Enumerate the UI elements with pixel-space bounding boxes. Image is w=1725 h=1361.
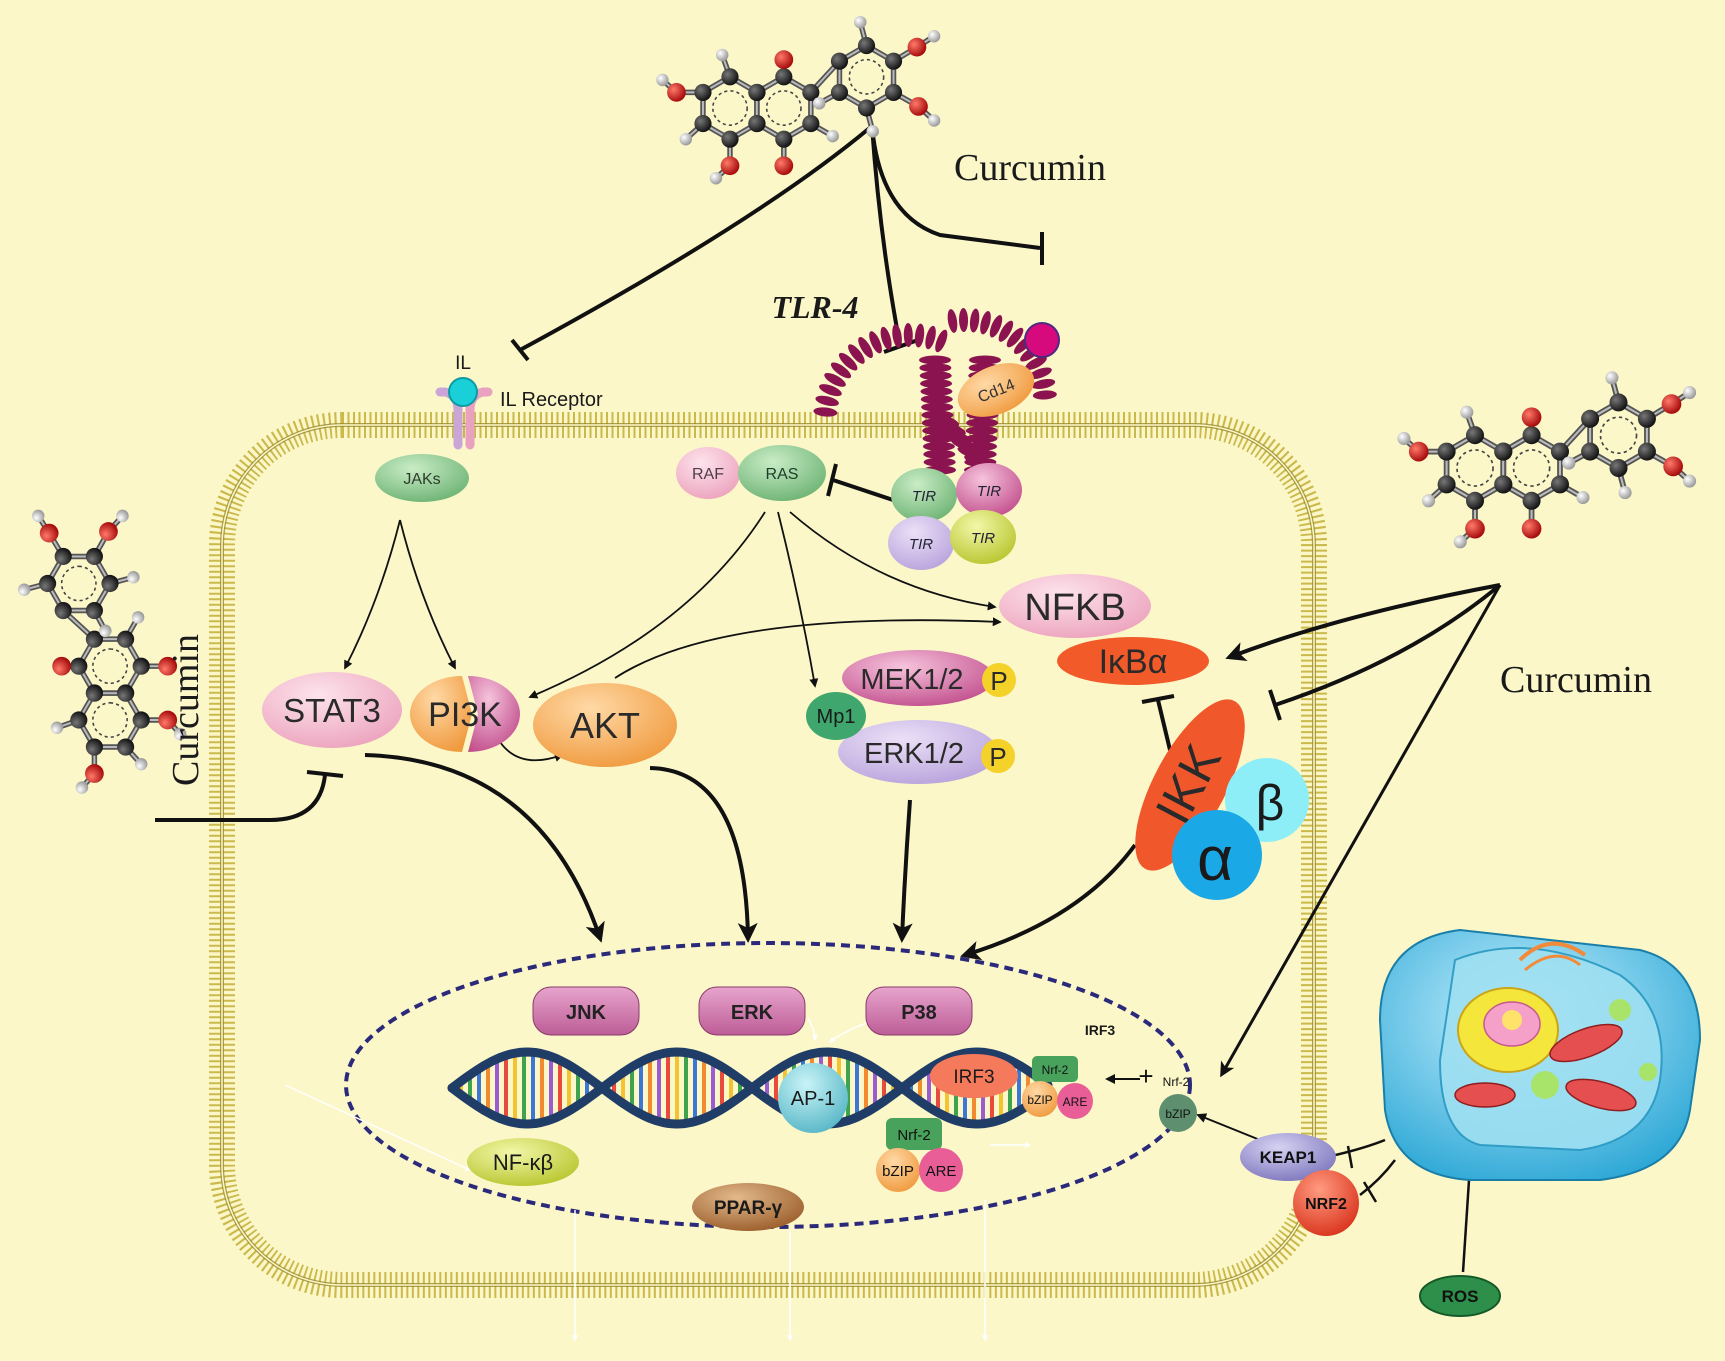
keap1-label: KEAP1	[1260, 1148, 1317, 1167]
nrf2-cap-node	[1293, 1170, 1359, 1236]
nfkb-node	[999, 574, 1151, 638]
bzip-node-right	[1022, 1081, 1058, 1117]
erk12-node	[838, 720, 998, 784]
are-node-center	[919, 1148, 963, 1192]
bzip-node-free	[1159, 1094, 1197, 1132]
nrf2-free-label: Nrf-2	[1163, 1075, 1190, 1089]
ap1-label: AP-1	[791, 1088, 835, 1110]
tir-label-3: TIR	[909, 536, 933, 553]
curcumin-molecule-right	[1397, 371, 1697, 549]
ras-label: RAS	[766, 466, 799, 483]
jnk-label: JNK	[566, 1002, 607, 1024]
bzip-label-right: bZIP	[1027, 1093, 1052, 1107]
ikk-node	[1135, 699, 1245, 871]
tir-domain-4	[950, 510, 1016, 564]
ppar-node	[692, 1183, 804, 1231]
p38-label: P38	[901, 1002, 937, 1024]
are-label-center: ARE	[926, 1163, 957, 1180]
jaks-node	[375, 454, 469, 502]
are-node-right	[1057, 1083, 1093, 1119]
il-ligand	[448, 377, 478, 407]
nfkb-nuclear-node	[467, 1138, 579, 1186]
ros-node	[1419, 1275, 1501, 1317]
pi3k-label: PI3K	[428, 696, 502, 734]
erk12-phospho	[981, 739, 1015, 773]
irf3-label: IRF3	[953, 1067, 994, 1088]
ras-node	[738, 445, 826, 501]
mp1-node	[806, 692, 866, 740]
curcumin-molecule-top	[656, 15, 941, 185]
stat3-label: STAT3	[283, 692, 381, 729]
tir-domain-1	[891, 468, 957, 522]
bzip-label-center: bZIP	[882, 1163, 914, 1180]
raf-node	[676, 447, 740, 499]
curcumin-label-right: Curcumin	[1500, 659, 1652, 701]
nrf2-cap-label: NRF2	[1305, 1196, 1347, 1213]
tlr4-receptor	[813, 308, 1057, 477]
tir-label-2: TIR	[977, 483, 1001, 500]
pi3k-node-left	[410, 676, 472, 752]
tir-domain-2	[956, 463, 1022, 517]
pi3k-node-right	[468, 676, 520, 752]
ikk-alpha-subunit	[1172, 810, 1262, 900]
stat3-node	[262, 672, 402, 748]
jnk-box	[532, 986, 640, 1036]
keap1-node	[1240, 1133, 1336, 1181]
nrf2-label-right: Nrf-2	[1042, 1063, 1069, 1077]
mek-node	[842, 650, 994, 706]
lps-ligand	[1024, 322, 1060, 358]
erk12-phospho-label: P	[989, 742, 1006, 772]
curcumin-label-left: Curcumin	[165, 634, 207, 786]
nrf2-box-center	[886, 1118, 942, 1150]
akt-node	[533, 683, 677, 767]
mek-phospho-label: P	[990, 666, 1007, 696]
nrf2-box-right	[1032, 1056, 1078, 1082]
alpha-label: α	[1197, 825, 1233, 894]
mek-label: MEK1/2	[860, 664, 963, 696]
cell-membrane	[209, 412, 1327, 1298]
ikba-label: IκBα	[1099, 643, 1168, 681]
cd14-node	[957, 363, 1035, 417]
ap1-node	[778, 1063, 848, 1133]
il-receptor-label: IL Receptor	[500, 389, 603, 411]
tlr4-label: TLR-4	[771, 289, 858, 325]
ppar-label: PPAR-γ	[714, 1198, 783, 1219]
erk12-label: ERK1/2	[864, 738, 964, 770]
akt-label: AKT	[570, 705, 640, 746]
nfkb-nuclear-label: NF-κβ	[493, 1150, 553, 1175]
erk-label: ERK	[731, 1002, 774, 1024]
irf3-floating-label: IRF3	[1085, 1022, 1116, 1038]
ros-label: ROS	[1442, 1287, 1479, 1306]
tir-domain-3	[888, 516, 954, 570]
cell-illustration	[1378, 928, 1702, 1181]
pathway-connectors	[155, 124, 1502, 1273]
tir-label-1: TIR	[912, 488, 936, 505]
mp1-label: Mp1	[817, 706, 856, 728]
irf3-node	[930, 1054, 1018, 1098]
jaks-label: JAKs	[403, 471, 440, 488]
nrf2-label-center: Nrf-2	[897, 1127, 930, 1144]
nfkb-label: NFKB	[1024, 587, 1125, 629]
bzip-node-center	[876, 1148, 920, 1192]
nrf2-plus-sign: +	[1138, 1061, 1153, 1091]
bzip-label-free: bZIP	[1165, 1107, 1190, 1121]
il-label: IL	[455, 353, 471, 374]
raf-label: RAF	[692, 466, 724, 483]
erk-box	[698, 986, 806, 1036]
beta-label: β	[1256, 775, 1285, 831]
p38-box	[865, 986, 973, 1036]
mek-phospho	[982, 663, 1016, 697]
curcumin-label-top: Curcumin	[954, 147, 1106, 189]
are-label-right: ARE	[1063, 1095, 1088, 1109]
ikba-node	[1057, 637, 1209, 685]
tir-label-4: TIR	[971, 530, 995, 547]
curcumin-molecule-left	[17, 509, 187, 794]
